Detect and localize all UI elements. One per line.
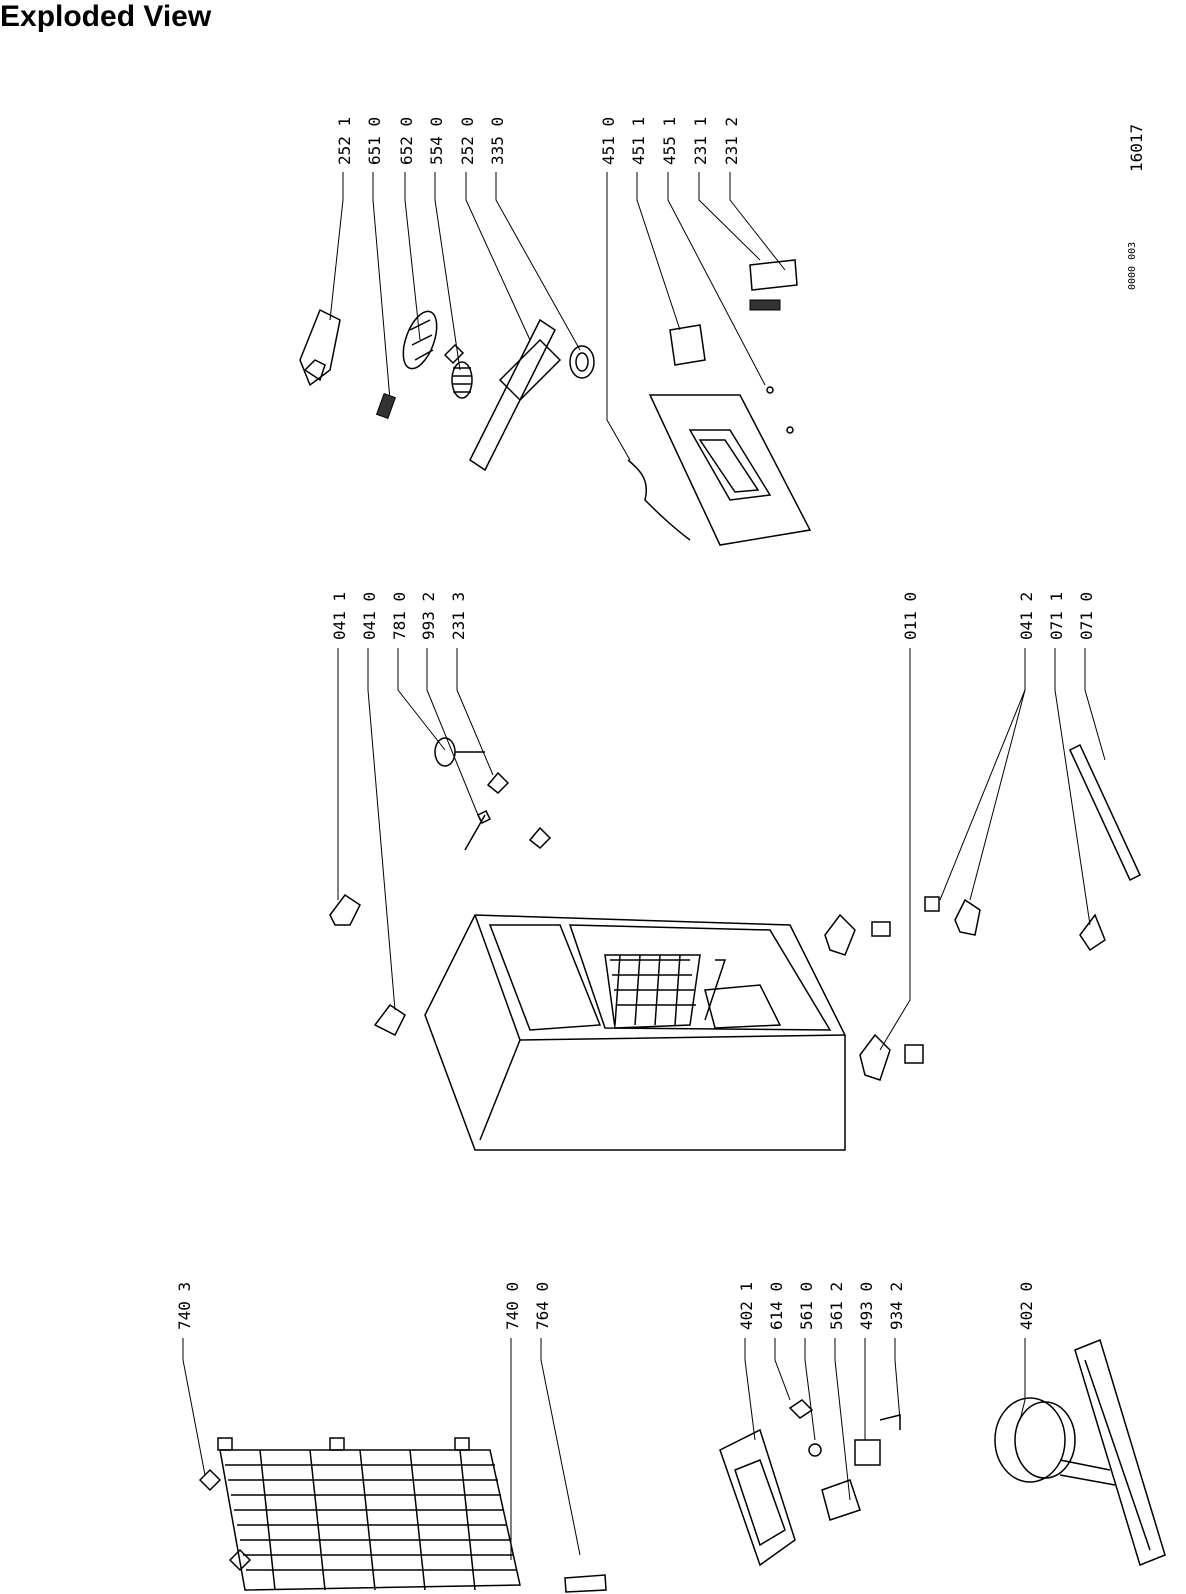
label-group-cabinet-top: 041 1 041 0 781 0 993 2 231 3 bbox=[330, 592, 468, 640]
cabinet-top-parts bbox=[329, 737, 552, 1037]
leader-line bbox=[879, 648, 911, 1051]
label-group-right-panel: 451 0 451 1 455 1 231 1 231 2 bbox=[599, 117, 741, 165]
compressor bbox=[994, 1338, 1166, 1567]
part-label: 252 1 bbox=[335, 117, 354, 165]
part-label: 554 0 bbox=[427, 117, 446, 165]
label-group-top-right: 252 1 651 0 652 0 554 0 252 0 335 0 bbox=[335, 117, 507, 165]
hinge-parts bbox=[824, 913, 924, 1081]
part-label: 231 2 bbox=[722, 117, 741, 165]
leader-lines-top-right bbox=[329, 172, 581, 401]
part-label: 252 0 bbox=[458, 117, 477, 165]
label-group-cabinet-bottom: 041 2 071 1 071 0 bbox=[1017, 592, 1096, 640]
condenser bbox=[198, 1437, 607, 1593]
part-label: 651 0 bbox=[365, 117, 384, 165]
leader-lines-cabinet-top bbox=[337, 648, 494, 1011]
part-label: 231 1 bbox=[691, 117, 710, 165]
part-label: 493 0 bbox=[857, 1282, 876, 1330]
part-label: 455 1 bbox=[660, 117, 679, 165]
part-label: 335 0 bbox=[488, 117, 507, 165]
part-label: 740 3 bbox=[175, 1282, 194, 1330]
leader-lines-right-panel bbox=[606, 172, 786, 461]
label-group-compressor: 402 0 bbox=[1017, 1282, 1036, 1330]
leader-lines-compressor-accessories bbox=[744, 1338, 901, 1501]
part-label: 041 0 bbox=[360, 592, 379, 640]
drawing-code: 0000 003 bbox=[1127, 242, 1138, 290]
page-title: Exploded View bbox=[0, 0, 212, 33]
part-label: 041 1 bbox=[330, 592, 349, 640]
part-label: 781 0 bbox=[390, 592, 409, 640]
part-label: 402 1 bbox=[737, 1282, 756, 1330]
part-label: 402 0 bbox=[1017, 1282, 1036, 1330]
label-group-compressor-accessories: 402 1 614 0 561 0 561 2 493 0 934 2 bbox=[737, 1282, 906, 1330]
part-label: 011 0 bbox=[901, 592, 920, 640]
part-label: 740 0 bbox=[503, 1282, 522, 1330]
part-label: 764 0 bbox=[533, 1282, 552, 1330]
part-label: 451 0 bbox=[599, 117, 618, 165]
part-label: 934 2 bbox=[887, 1282, 906, 1330]
part-label: 041 2 bbox=[1017, 592, 1036, 640]
part-label: 071 0 bbox=[1077, 592, 1096, 640]
part-label: 561 0 bbox=[797, 1282, 816, 1330]
part-label: 993 2 bbox=[419, 592, 438, 640]
part-label: 561 2 bbox=[827, 1282, 846, 1330]
part-label: 071 1 bbox=[1047, 592, 1066, 640]
compressor-accessories bbox=[719, 1399, 901, 1567]
part-label: 652 0 bbox=[397, 117, 416, 165]
part-label: 614 0 bbox=[767, 1282, 786, 1330]
cabinet-body bbox=[424, 914, 846, 1151]
thermostat-assembly bbox=[299, 308, 595, 472]
part-label: 451 1 bbox=[629, 117, 648, 165]
back-plate bbox=[627, 259, 812, 546]
leader-line bbox=[1019, 1338, 1026, 1421]
leader-lines-cabinet-bottom bbox=[939, 648, 1106, 926]
leader-lines-condenser bbox=[182, 1338, 581, 1560]
label-group-condenser: 740 3 740 0 764 0 bbox=[175, 1282, 552, 1330]
cabinet-bottom-parts bbox=[924, 743, 1141, 952]
part-label: 231 3 bbox=[449, 592, 468, 640]
reference-number: 16017 bbox=[1127, 124, 1146, 172]
